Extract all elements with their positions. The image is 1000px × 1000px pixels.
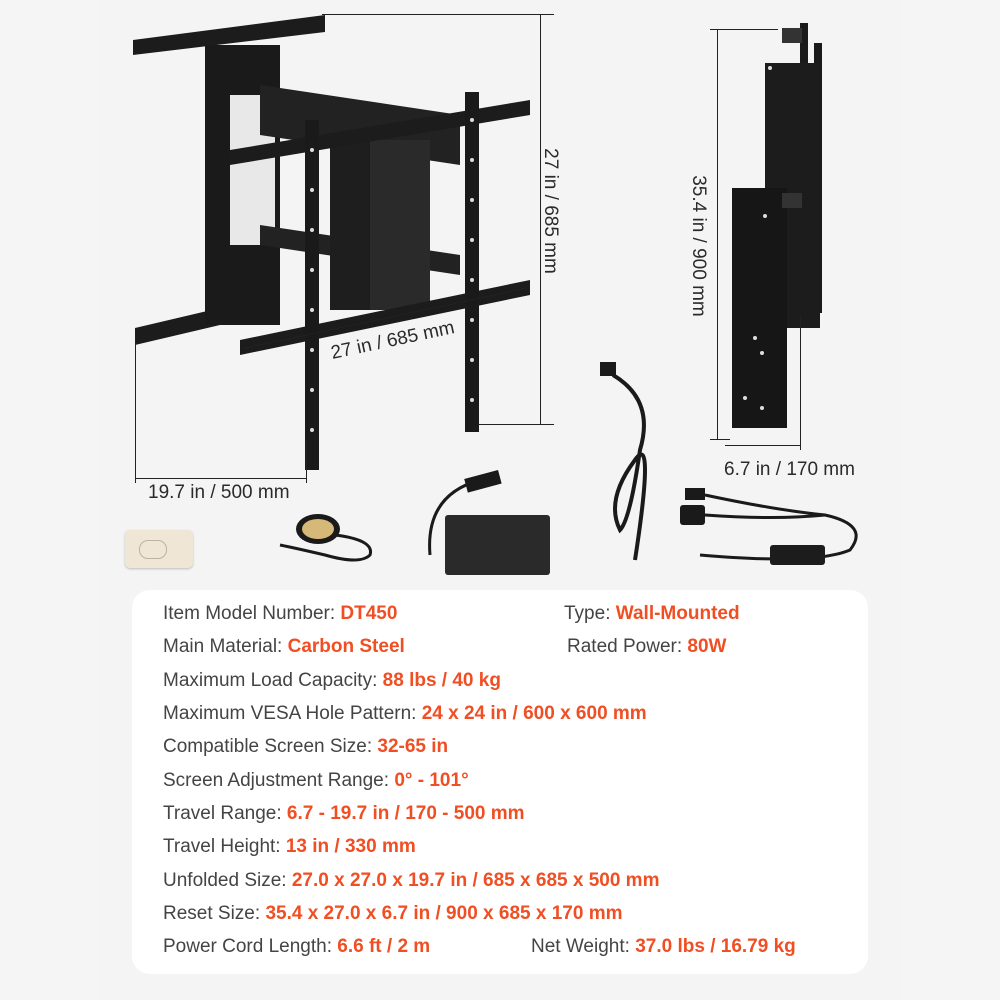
spec-model-number: Item Model Number: DT450: [163, 603, 397, 625]
spec-label: Maximum VESA Hole Pattern:: [163, 703, 422, 724]
spec-adjustment-range: Screen Adjustment Range: 0° - 101°: [163, 770, 469, 792]
specifications-card: [132, 590, 868, 974]
spec-label: Reset Size:: [163, 903, 266, 924]
depth-dimension-label: 19.7 in / 500 mm: [148, 482, 290, 503]
spec-value: 35.4 x 27.0 x 6.7 in / 900 x 685 x 170 m…: [265, 903, 623, 924]
spec-unfolded-size: Unfolded Size: 27.0 x 27.0 x 19.7 in / 6…: [163, 870, 659, 892]
spec-vesa-pattern: Maximum VESA Hole Pattern: 24 x 24 in / …: [163, 703, 647, 725]
spec-label: Travel Range:: [163, 803, 287, 824]
spec-value: 24 x 24 in / 600 x 600 mm: [421, 703, 647, 724]
spec-load-capacity: Maximum Load Capacity: 88 lbs / 40 kg: [163, 670, 501, 692]
spec-value: Wall-Mounted: [615, 603, 740, 624]
spec-value: 27.0 x 27.0 x 19.7 in / 685 x 685 x 500 …: [291, 870, 660, 891]
spec-label: Unfolded Size:: [163, 870, 292, 891]
power-cord-image: [600, 362, 647, 561]
spec-value: 13 in / 330 mm: [285, 836, 416, 857]
spec-value: 6.7 - 19.7 in / 170 - 500 mm: [286, 803, 525, 824]
spec-label: Power Cord Length:: [163, 936, 338, 957]
spec-label: Compatible Screen Size:: [163, 736, 378, 757]
power-adapter-image: [428, 470, 550, 575]
spec-label: Travel Height:: [163, 836, 286, 857]
spec-label: Main Material:: [163, 636, 288, 657]
spec-value: 32-65 in: [377, 736, 449, 757]
spec-label: Rated Power:: [567, 636, 688, 657]
spec-label: Item Model Number:: [163, 603, 341, 624]
spec-label: Maximum Load Capacity:: [163, 670, 383, 691]
spec-net-weight: Net Weight: 37.0 lbs / 16.79 kg: [531, 936, 796, 958]
spec-label: Type:: [564, 603, 616, 624]
reset-height-dimension-label: 35.4 in / 900 mm: [688, 175, 709, 317]
spec-main-material: Main Material: Carbon Steel: [163, 636, 405, 658]
spec-value: 88 lbs / 40 kg: [382, 670, 501, 691]
spec-travel-range: Travel Range: 6.7 - 19.7 in / 170 - 500 …: [163, 803, 525, 825]
spec-reset-size: Reset Size: 35.4 x 27.0 x 6.7 in / 900 x…: [163, 903, 622, 925]
spec-value: Carbon Steel: [287, 636, 405, 657]
spec-value: 37.0 lbs / 16.79 kg: [635, 936, 796, 957]
remote-control-image: [125, 530, 193, 568]
spec-type: Type: Wall-Mounted: [564, 603, 740, 625]
height-dimension-label: 27 in / 685 mm: [540, 148, 561, 274]
spec-label: Net Weight:: [531, 936, 636, 957]
spec-travel-height: Travel Height: 13 in / 330 mm: [163, 836, 416, 858]
spec-value: DT450: [340, 603, 398, 624]
spec-value: 0° - 101°: [394, 770, 469, 791]
y-splitter-cable-image: [680, 488, 858, 565]
spec-rated-power: Rated Power: 80W: [567, 636, 726, 658]
spec-screen-size: Compatible Screen Size: 32-65 in: [163, 736, 448, 758]
spec-label: Screen Adjustment Range:: [163, 770, 395, 791]
spec-power-cord-length: Power Cord Length: 6.6 ft / 2 m: [163, 936, 430, 958]
hand-controller-image: [279, 514, 373, 562]
spec-value: 6.6 ft / 2 m: [337, 936, 431, 957]
tv-mount-unfolded-illustration: [133, 15, 530, 470]
tv-mount-reset-illustration: [732, 23, 822, 428]
reset-depth-dimension-label: 6.7 in / 170 mm: [724, 459, 855, 480]
spec-value: 80W: [687, 636, 727, 657]
